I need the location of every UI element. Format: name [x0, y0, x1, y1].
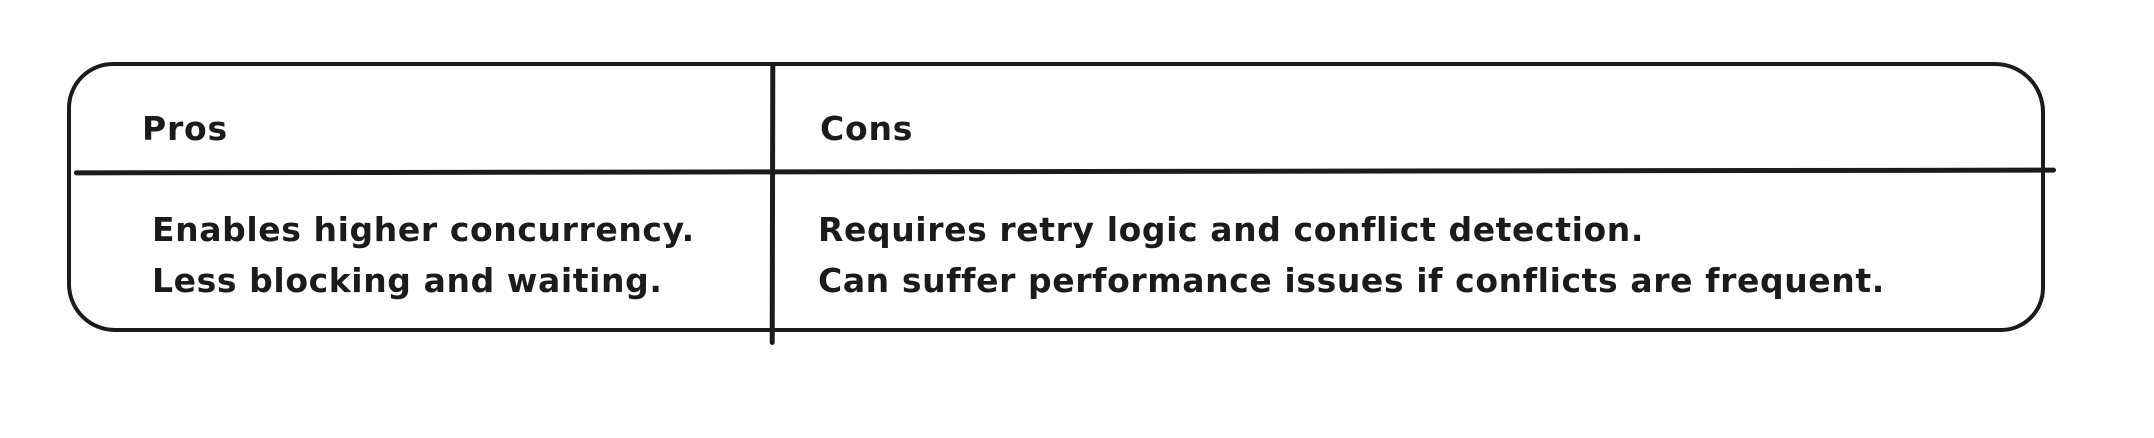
cons-item-line: Can suffer performance issues if conflic…: [818, 261, 1885, 300]
pros-cell: Enables higher concurrency. Less blockin…: [152, 204, 695, 306]
pros-column-header: Pros: [142, 109, 228, 148]
column-divider-line: [769, 63, 775, 346]
cons-column-header: Cons: [820, 109, 914, 148]
pros-item-line: Enables higher concurrency.: [152, 210, 695, 249]
cons-cell: Requires retry logic and conflict detect…: [818, 204, 1885, 306]
table-outline: [67, 62, 2045, 332]
cons-item-line: Requires retry logic and conflict detect…: [818, 210, 1644, 249]
pros-item-line: Less blocking and waiting.: [152, 261, 663, 300]
